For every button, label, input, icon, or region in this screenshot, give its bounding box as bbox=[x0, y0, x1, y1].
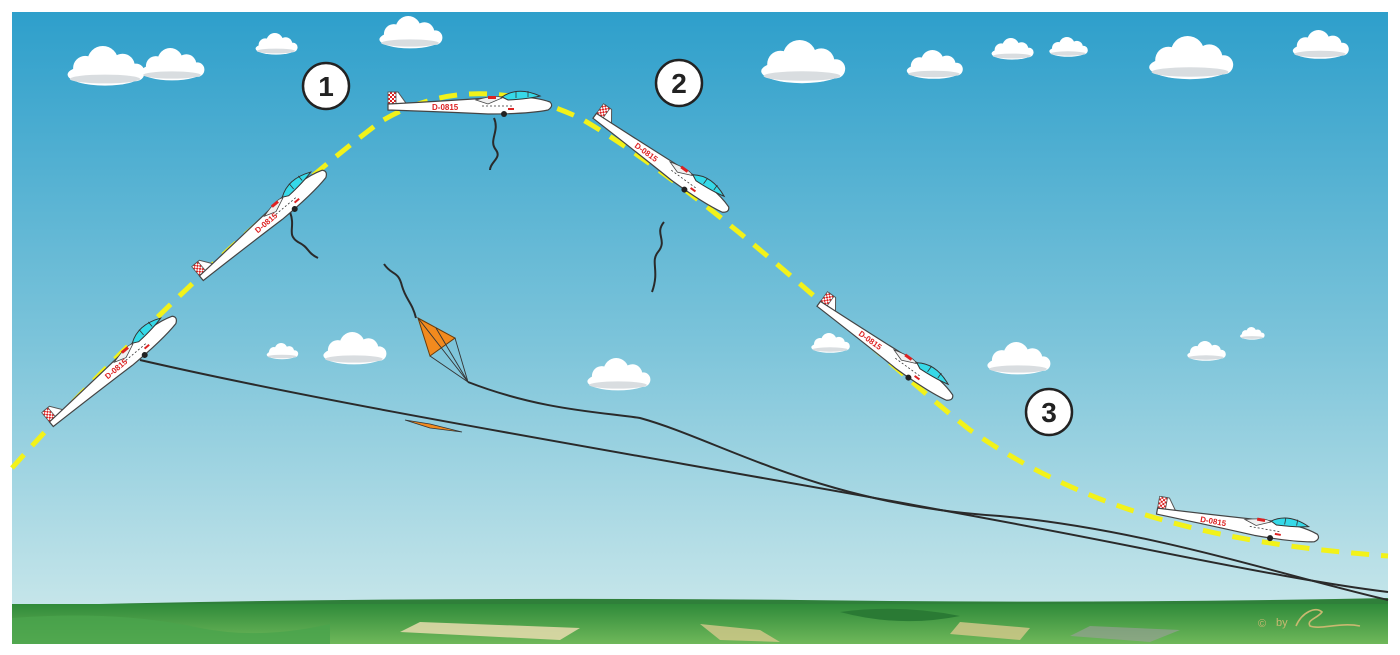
step-label: 3 bbox=[1041, 397, 1057, 428]
copyright-symbol: © bbox=[1258, 618, 1266, 630]
step-marker-2: 2 bbox=[654, 58, 704, 108]
sky bbox=[12, 12, 1388, 612]
step-label: 2 bbox=[671, 68, 687, 99]
glider-icon: D-0815 bbox=[387, 90, 553, 118]
ground bbox=[12, 598, 1388, 644]
parachute-icon bbox=[383, 263, 469, 383]
parachute-cable bbox=[467, 381, 1389, 601]
cable-ends bbox=[289, 117, 665, 293]
step-label: 1 bbox=[318, 71, 334, 102]
glider-registration: D-0815 bbox=[432, 103, 459, 112]
glider-icon: D-0815 bbox=[1154, 494, 1322, 550]
step-marker-3: 3 bbox=[1024, 387, 1074, 437]
tow-cables bbox=[139, 359, 1389, 601]
credit-text: by bbox=[1276, 617, 1288, 629]
credit: © by bbox=[1258, 608, 1361, 630]
signature-icon bbox=[1295, 608, 1361, 628]
step-marker-1: 1 bbox=[301, 61, 351, 111]
